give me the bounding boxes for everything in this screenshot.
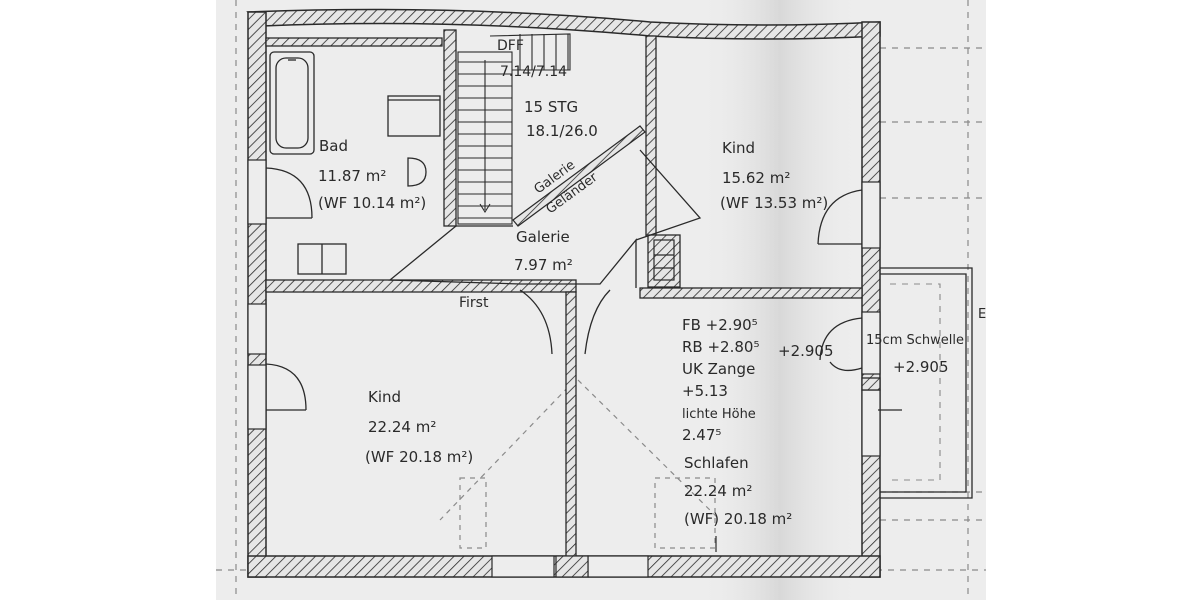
level-uk: UK Zange [682, 360, 755, 378]
gallery-railing [512, 125, 646, 227]
bath-name: Bad [319, 137, 348, 155]
bottom-wall-detail [555, 536, 717, 578]
stair-arrow [479, 203, 491, 214]
sleep-labels: Schlafen 22.24 m² (WF) 20.18 m² [684, 454, 792, 528]
window-openings [247, 159, 881, 578]
paper-fold-shadow [700, 0, 860, 600]
bathtub-icon [269, 51, 315, 155]
level-clear-value: 2.47⁵ [682, 426, 721, 444]
toilet-icon [407, 157, 427, 187]
kid-top-area: 15.62 m² [722, 169, 790, 187]
kid-top-labels: Kind 15.62 m² (WF 13.53 m²) [720, 139, 828, 212]
ridge-dashed-lines [439, 379, 721, 549]
bath-living-area: (WF 10.14 m²) [318, 194, 426, 212]
gallery-outline [388, 149, 702, 288]
level-labels: FB +2.90⁵ RB +2.80⁵ UK Zange +5.13 licht… [682, 316, 834, 444]
gallery-area: 7.97 m² [514, 256, 573, 274]
level-mid: +2.905 [778, 342, 834, 360]
staircase [457, 33, 571, 225]
bath-area: 11.87 m² [318, 167, 386, 185]
kid-large-name: Kind [368, 388, 401, 406]
balcony-inner-dashed [890, 283, 941, 481]
balcony [861, 267, 973, 499]
stair-landing [489, 33, 571, 71]
level-rb: RB +2.80⁵ [682, 338, 759, 356]
kid-top-living-area: (WF 13.53 m²) [720, 194, 828, 212]
shower-icon [387, 95, 441, 137]
stair-rise-run: 18.1/26.0 [526, 122, 598, 140]
kid-large-labels: Kind 22.24 m² (WF 20.18 m²) [365, 388, 473, 466]
ridge-label: First [459, 295, 489, 311]
level-clear-label: lichte Höhe [682, 407, 756, 422]
edge-mark: E [978, 307, 986, 322]
stair-heights: 7.14/7.14 [500, 64, 567, 80]
sleep-living-area: (WF) 20.18 m² [684, 510, 792, 528]
stair-steps: 15 STG [524, 98, 578, 116]
bath-labels: Bad 11.87 m² (WF 10.14 m²) [318, 137, 426, 212]
stair-flight [457, 51, 513, 225]
balcony-threshold: 15cm Schwelle [866, 333, 964, 348]
stair-labels: DFF 7.14/7.14 15 STG 18.1/26.0 [497, 38, 598, 140]
chimney [653, 239, 675, 281]
sleep-area: 22.24 m² [684, 482, 752, 500]
door-swings [265, 167, 902, 411]
stair-marker: DFF [497, 38, 524, 54]
level-uk-value: +5.13 [682, 382, 728, 400]
level-fb: FB +2.90⁵ [682, 316, 758, 334]
bath-fixtures [269, 51, 441, 275]
sleep-name: Schlafen [684, 454, 749, 472]
kid-large-living-area: (WF 20.18 m²) [365, 448, 473, 466]
balcony-level: +2.905 [893, 358, 949, 376]
balcony-labels: 15cm Schwelle +2.905 [866, 333, 964, 376]
kid-top-name: Kind [722, 139, 755, 157]
gallery-name: Galerie [516, 228, 570, 246]
kid-large-area: 22.24 m² [368, 418, 436, 436]
